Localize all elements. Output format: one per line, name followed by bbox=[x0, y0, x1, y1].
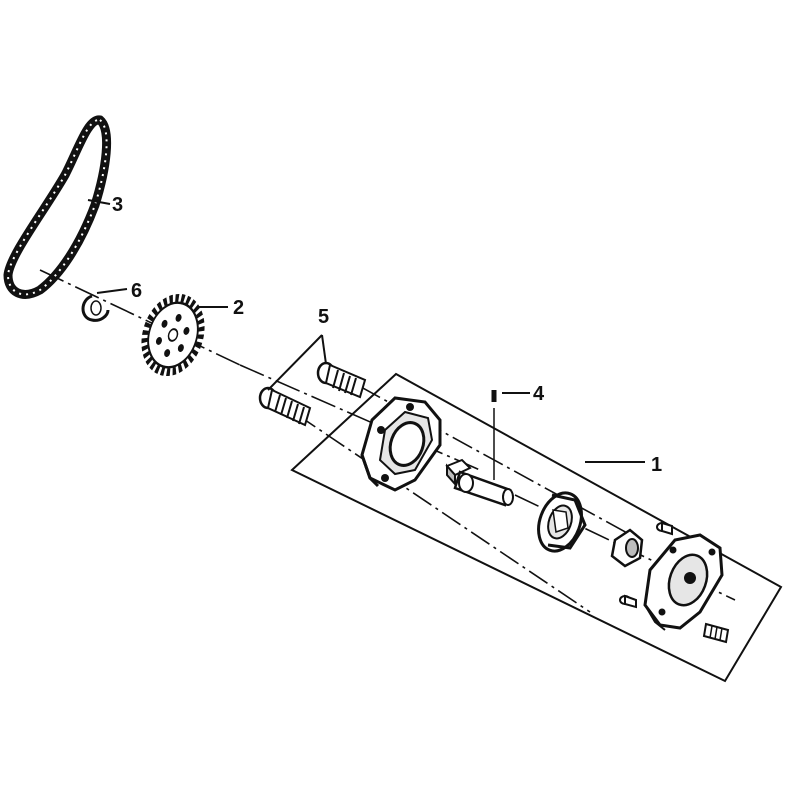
driven-sprocket bbox=[141, 293, 205, 377]
callout-5: 5 bbox=[318, 306, 329, 328]
callout-2: 2 bbox=[233, 297, 244, 319]
callout-1: 1 bbox=[651, 454, 662, 476]
pump-body bbox=[360, 396, 442, 492]
mounting-bolt-upper bbox=[316, 361, 367, 399]
callout-3: 3 bbox=[112, 194, 123, 216]
drive-chain bbox=[3, 115, 112, 299]
pump-shaft bbox=[445, 458, 514, 507]
outer-rotor bbox=[537, 491, 587, 553]
assembly-boundary-box bbox=[290, 372, 783, 683]
pump-rear-cover bbox=[643, 533, 724, 631]
callout-4: 4 bbox=[533, 383, 545, 405]
dowel-pin-upper bbox=[656, 521, 673, 536]
callout-6: 6 bbox=[131, 280, 142, 302]
cover-screw bbox=[702, 622, 730, 644]
leader-lines bbox=[87, 199, 645, 463]
mounting-bolt-lower bbox=[258, 386, 312, 427]
circlip bbox=[81, 294, 110, 322]
inner-rotor bbox=[610, 528, 644, 568]
dowel-pin-lower bbox=[619, 594, 637, 609]
